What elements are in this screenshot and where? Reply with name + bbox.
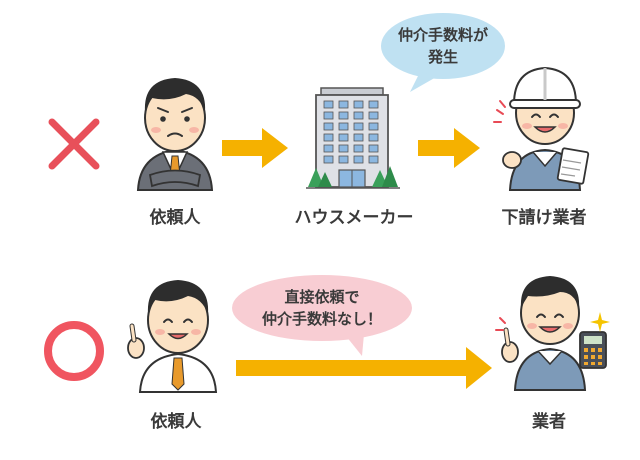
building-window <box>338 133 349 142</box>
fee-occurs-line1: 仲介手数料が <box>397 26 489 44</box>
subcontractor-worker-illustration <box>493 66 590 191</box>
building-window <box>368 144 379 153</box>
no-fee-text: 直接依頼で 仲介手数料なし！ <box>262 286 382 330</box>
building-window <box>338 100 349 109</box>
contractor-worker-illustration <box>495 276 610 391</box>
building-window <box>368 122 379 131</box>
arrow-client-to-maker <box>222 128 288 168</box>
arrow-client-to-contractor <box>236 347 492 389</box>
building-window <box>338 122 349 131</box>
house-maker-label: ハウスメーカー <box>294 208 414 228</box>
building-window <box>353 111 364 120</box>
fee-occurs-line2: 発生 <box>427 48 459 66</box>
house-maker-building-icon <box>306 87 400 189</box>
subcontractor-label: 下請け業者 <box>501 208 587 228</box>
building-window <box>368 111 379 120</box>
cross-mark-icon <box>48 118 100 170</box>
building-window <box>323 100 334 109</box>
building-window <box>338 155 349 164</box>
building-window <box>338 111 349 120</box>
no-fee-line1: 直接依頼で <box>284 288 360 306</box>
building-window <box>353 100 364 109</box>
contractor-label: 業者 <box>532 412 566 432</box>
building-window <box>353 155 364 164</box>
no-fee-bubble <box>232 275 412 356</box>
worried-client-illustration <box>136 78 214 191</box>
client-label-bottom: 依頼人 <box>150 412 202 432</box>
circle-mark-icon <box>44 321 104 381</box>
client-label-top: 依頼人 <box>149 208 201 228</box>
building-window <box>353 122 364 131</box>
building-window <box>323 122 334 131</box>
building-window <box>323 111 334 120</box>
building-window <box>368 133 379 142</box>
fee-occurs-text: 仲介手数料が 発生 <box>398 24 488 68</box>
building-window <box>368 155 379 164</box>
fee-occurs-bubble <box>381 13 505 92</box>
building-window <box>368 100 379 109</box>
building-window <box>353 133 364 142</box>
arrow-maker-to-subcontractor <box>418 128 480 168</box>
building-window <box>323 155 334 164</box>
building-window <box>323 133 334 142</box>
no-fee-line2: 仲介手数料なし！ <box>261 310 383 328</box>
building-window <box>353 144 364 153</box>
building-window <box>323 144 334 153</box>
building-window <box>338 144 349 153</box>
happy-client-illustration <box>127 280 218 393</box>
